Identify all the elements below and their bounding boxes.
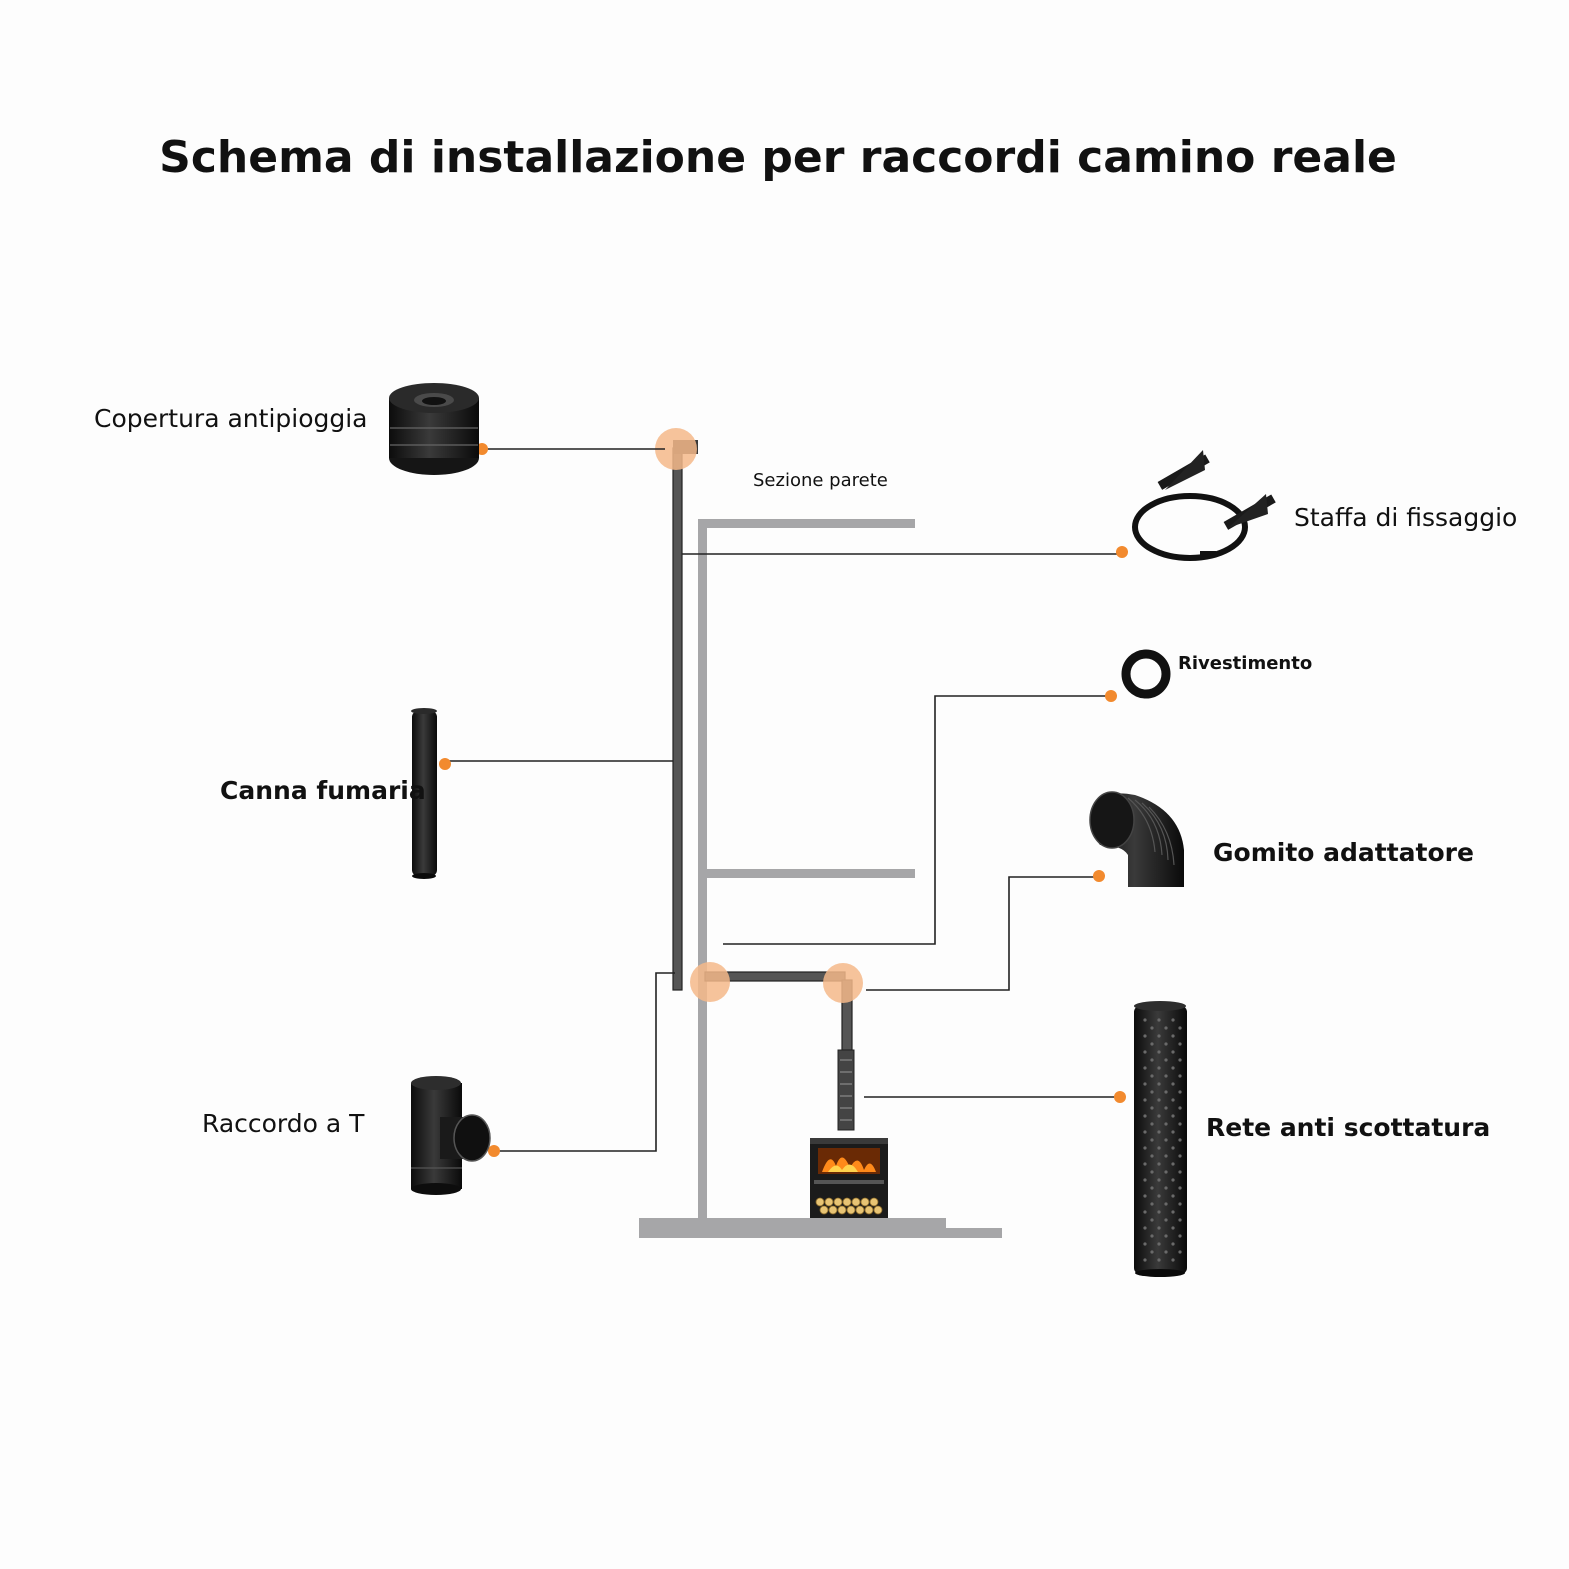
stove-icon [810, 1138, 888, 1218]
tee-icon [411, 1076, 491, 1195]
joint-marker-top [655, 428, 697, 470]
leader-lines [445, 448, 1122, 1152]
label-guard: Rete anti scottatura [1206, 1113, 1490, 1142]
page-title: Schema di installazione per raccordi cam… [159, 132, 1397, 183]
bracket-icon [1132, 450, 1276, 561]
label-elbow: Gomito adattatore [1213, 838, 1474, 867]
label-rain-cap: Copertura antipioggia [94, 404, 368, 433]
label-flue-pipe: Canna fumaria [220, 776, 426, 805]
joint-marker-elbow [823, 963, 863, 1003]
label-bracket: Staffa di fissaggio [1294, 503, 1517, 532]
label-tee: Raccordo a T [202, 1109, 365, 1138]
flue-system [655, 428, 863, 1131]
rain-cap-icon [389, 383, 479, 475]
heat-guard-icon [1134, 1001, 1187, 1277]
label-collar: Rivestimento [1178, 653, 1312, 674]
collar-ring-icon [1121, 649, 1171, 699]
label-wall-section: Sezione parete [753, 470, 888, 491]
joint-marker-tee [690, 962, 730, 1002]
wall-structure [639, 519, 1002, 1238]
flue-pipe-icon [411, 708, 437, 879]
leader-dots [439, 443, 1128, 1157]
elbow-icon [1089, 791, 1184, 887]
